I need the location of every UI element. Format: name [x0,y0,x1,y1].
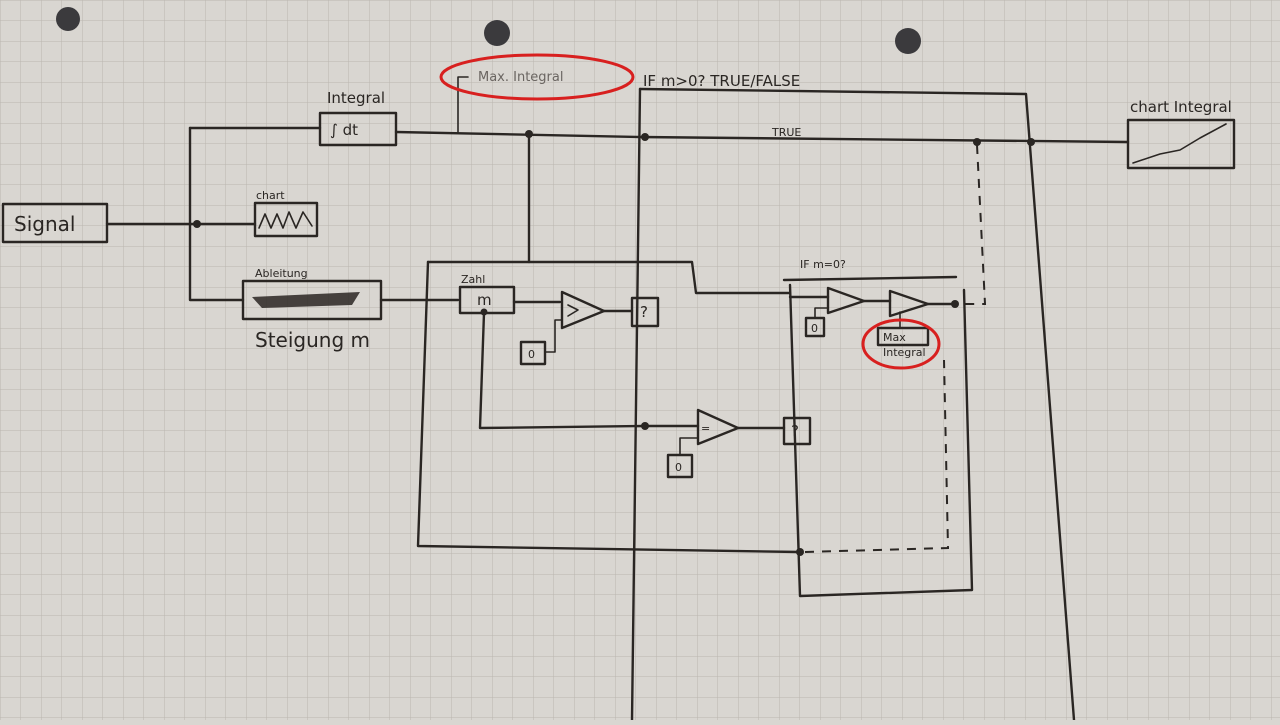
max-integral-top-label: Max. Integral [478,70,563,85]
wire-const-3 [814,307,829,319]
wire-const-1 [544,319,563,353]
punch-hole [484,20,510,46]
junction [193,220,201,228]
max-integral-box [876,326,930,347]
signal-label: Signal [14,212,75,236]
wire-signal-vertical [188,126,245,302]
zahl-label: Zahl [461,273,485,286]
chart-integral-label: chart Integral [1130,98,1232,116]
select-1 [630,296,660,328]
select-1-label: ? [640,303,648,321]
const-zero-1-value: 0 [528,348,535,361]
greater-compare-icon [560,290,606,330]
wire-max-integral [457,76,469,133]
case-inner-frame [788,283,974,598]
equal-compare-icon [696,408,740,446]
junction [796,548,804,556]
wire-zahl-down [478,311,647,430]
max-integral-highlight [439,53,635,101]
punch-hole [56,7,80,31]
punch-hole [895,28,921,54]
chart-integral-curve-icon [1132,123,1227,164]
chart-block [253,201,319,238]
chart-label: chart [256,189,285,202]
junction [641,133,649,141]
inner-compare-1-icon [826,286,866,315]
scribble [252,292,360,308]
case-outer-left [630,87,642,722]
inner-compare-2-icon [888,289,930,318]
integral-label: Integral [327,89,385,107]
greater-sign [567,304,579,317]
steigung-label: Steigung m [255,328,370,352]
integral-block [318,111,398,147]
case-outer-frame [638,87,1076,722]
case-outer-value: TRUE [771,126,801,139]
junction [951,300,959,308]
max-integral-box-label: Max [883,331,906,344]
loop-left [416,260,802,554]
case-inner-top [782,275,958,282]
const-zero-2-value: 0 [675,461,682,474]
chart-integral-block [1126,118,1236,170]
const-zero-3-value: 0 [811,322,818,335]
zahl-value: m [477,291,492,309]
ableitung-label: Ableitung [255,267,308,280]
equal-sign: = [701,422,710,435]
dashed-return [955,144,987,305]
const-zero-1 [519,340,547,366]
wire-const-2 [679,437,699,456]
max-integral-inner-highlight [861,318,941,370]
junction [973,138,981,146]
chart-waveform-icon [258,211,313,229]
loop-top [426,260,792,295]
junction [480,308,488,316]
select-2 [782,416,812,446]
case-inner-label: IF m=0? [800,258,846,271]
case-inner-dashed [804,359,950,553]
integral-symbol: ∫ dt [330,121,358,139]
max-integral-box-sub: Integral [883,346,926,359]
case-outer-label: IF m>0? TRUE/FALSE [643,72,800,90]
